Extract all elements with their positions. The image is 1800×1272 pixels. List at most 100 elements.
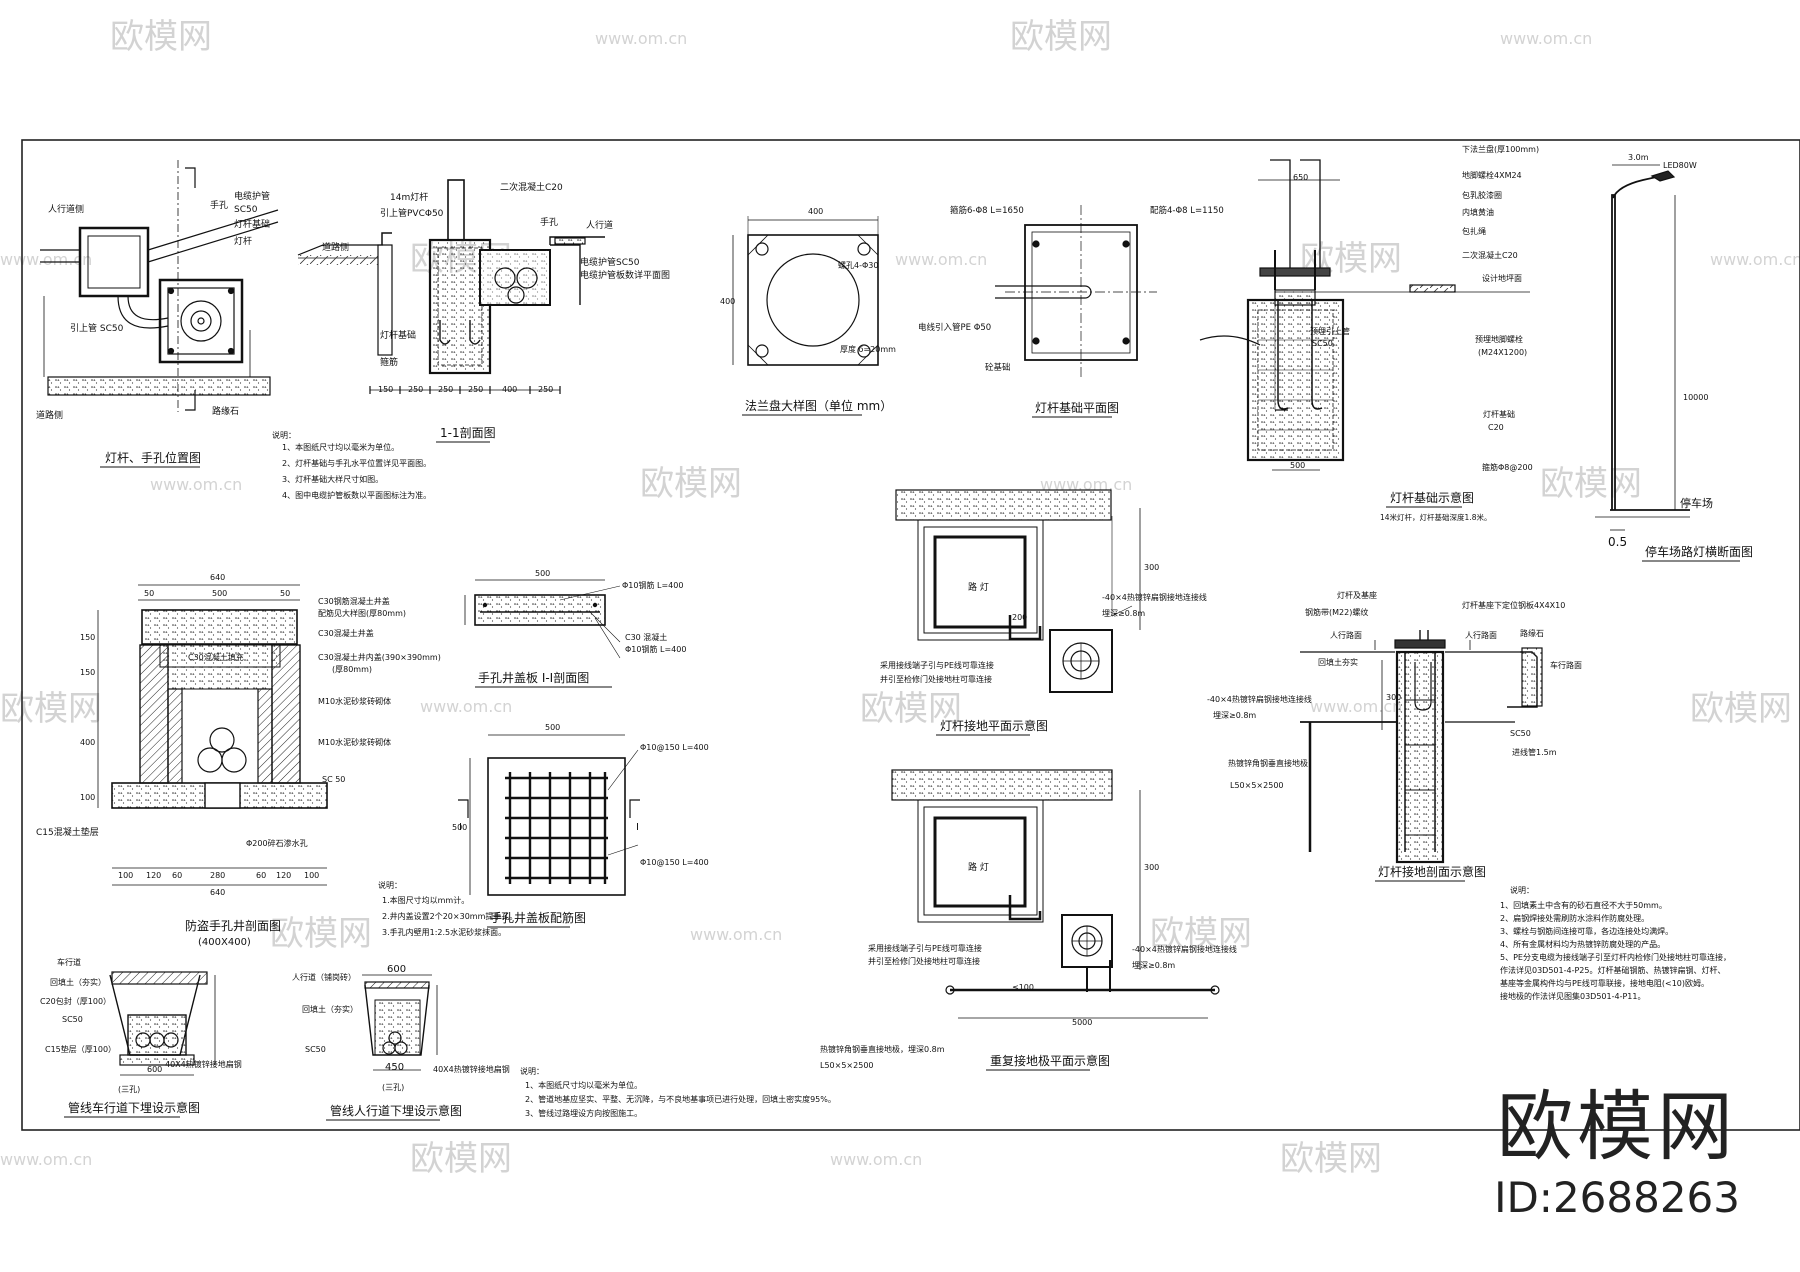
notes-line: 3.手孔内壁用1:2.5水泥砂浆抹面。 — [382, 927, 506, 937]
watermark-logo: 欧模网 — [0, 689, 102, 729]
title-section-1-1: 1-1剖面图 — [440, 426, 496, 440]
dim-120: 120 — [276, 871, 291, 880]
panel-section-1-1 — [297, 179, 605, 394]
dim-300: 300 — [1144, 863, 1159, 872]
label-cable-conduit: 电缆护管 — [234, 190, 270, 202]
watermark-site: www.om.cn — [420, 697, 512, 716]
title-foundation-detail: 灯杆基础示意图 — [1390, 490, 1474, 505]
watermark-site: www.om.cn — [830, 1150, 922, 1169]
label-sc50: SC50 — [234, 205, 258, 215]
label-rebar-spacing: Φ10@150 L=400 — [640, 858, 709, 867]
label-brick-wall: M10水泥砂浆砖砌体 — [318, 696, 391, 706]
label-secondary-concrete: 二次混凝土C20 — [500, 181, 563, 193]
label-hand-hole: 手孔 — [540, 216, 558, 228]
title-cover-rebar: 手孔井盖板配筋图 — [490, 910, 586, 925]
label-bolt-size: (M24X1200) — [1478, 348, 1527, 357]
dim-400: 400 — [808, 207, 823, 216]
panel-parking-lamp-labels: 3.0m LED80W 10000 停车场 0.5 停车场路灯横断面图 — [1608, 153, 1753, 562]
label-roadway: 车行道 — [57, 957, 81, 967]
panel-flange — [732, 216, 879, 366]
label-backfill: 回填土（夯实） — [50, 977, 106, 987]
notes-line: 4、所有金属材料均为热镀锌防腐处理的产品。 — [1500, 939, 1665, 949]
watermark-site: www.om.cn — [595, 29, 687, 48]
label-sc50: SC50 — [305, 1045, 326, 1054]
dim-10000: 10000 — [1683, 393, 1708, 402]
title-sidewalk-trench: 管线人行道下埋设示意图 — [330, 1103, 462, 1118]
label-brick-wall: M10水泥砂浆砖砌体 — [318, 737, 391, 747]
label-ground-rod: 热镀锌角钢垂直接地极 — [1228, 758, 1308, 768]
notes-line: 2.井内盖设置2个20×30mm提手孔。 — [382, 911, 517, 921]
panel-grounding-plan — [895, 489, 1141, 693]
label-road-side: 道路侧 — [36, 409, 63, 421]
label-burial-depth: 埋深≥0.8m — [1102, 608, 1145, 618]
foundation-detail-note: 14米灯杆，灯杆基础深度1.8米。 — [1380, 512, 1491, 522]
label-section-mark: I — [459, 822, 462, 833]
subtitle-hand-hole: (400X400) — [198, 937, 251, 948]
label-rebar: Φ10钢筋 L=400 — [622, 580, 683, 590]
label-section-mark: I — [636, 822, 639, 833]
label-secondary-concrete: 二次混凝土C20 — [1462, 250, 1518, 260]
title-roadway-trench: 管线车行道下埋设示意图 — [68, 1100, 200, 1115]
dim-500: 500 — [1290, 461, 1305, 470]
notes-line: 3、灯杆基础大样尺寸如图。 — [282, 474, 383, 484]
watermark-site: www.om.cn — [690, 925, 782, 944]
label-pole: 灯杆 — [234, 235, 252, 247]
label-design-grade: 设计地坪面 — [1482, 273, 1522, 283]
dim-400: 400 — [80, 738, 95, 747]
dim-400: 400 — [502, 385, 517, 394]
panel-grounding-section-labels: 灯杆及基座 灯杆基座下定位钢板4X4X10 钢筋带(M22)螺纹 人行路面 人行… — [1207, 590, 1582, 882]
dim-150: 150 — [80, 668, 95, 677]
label-inner-thickness: (厚80mm) — [332, 665, 372, 674]
label-c15-cushion: C15混凝土垫层 — [36, 826, 99, 838]
label-flat-steel: -40×4热镀锌扁钢接地连接线 — [1102, 592, 1207, 602]
dim-500: 500 — [212, 589, 227, 598]
label-sc50: SC50 — [62, 1015, 83, 1024]
label-c20: C20 — [1488, 423, 1504, 432]
title-repeat-grounding: 重复接地极平面示意图 — [990, 1053, 1110, 1068]
watermark-site: www.om.cn — [0, 250, 92, 269]
label-rebar: Φ10钢筋 L=400 — [625, 644, 686, 654]
label-concrete-foundation: 砼基础 — [985, 362, 1011, 373]
label-cable-conduit: 电缆护管SC50 — [580, 256, 640, 268]
watermark-site: www.om.cn — [1500, 29, 1592, 48]
watermark-logo: 欧模网 — [110, 17, 212, 57]
label-led: LED80W — [1663, 161, 1697, 170]
notes-line: 4、图中电缆护管板数以平面图标注为准。 — [282, 490, 431, 500]
notes-line: 作法详见03D501-4-P25。灯杆基础钢筋、热镀锌扁钢、灯杆、 — [1500, 965, 1725, 975]
dim-100: 100 — [118, 871, 133, 880]
notes-line: 基座等金属构件均与PE线可靠联接，接地电阻(<10)欧姆。 — [1500, 978, 1709, 988]
dim-0-5: 0.5 — [1608, 535, 1627, 549]
label-pole-foundation: 灯杆基础 — [380, 329, 416, 341]
dim-600: 600 — [387, 964, 406, 975]
notes-line: 2、管道地基应坚实、平整、无沉降，与不良地基事项已进行处理，回填土密实度95%。 — [525, 1094, 836, 1104]
label-backfill: 回填土（夯实） — [302, 1004, 358, 1014]
watermark-logo: 欧模网 — [1690, 689, 1792, 729]
notes-line: 接地极的作法详见图集03D501-4-P11。 — [1500, 991, 1645, 1001]
brand-id: ID:2688263 — [1494, 1173, 1740, 1222]
label-curb: 路缘石 — [1520, 628, 1544, 638]
label-lower-flange: 下法兰盘(厚100mm) — [1462, 144, 1539, 154]
label-terminal-pe: 采用接线端子引与PE线可靠连接 — [868, 943, 982, 953]
label-stirrup-spacing: 箍筋Φ8@200 — [1482, 462, 1533, 472]
label-pole-base: 灯杆及基座 — [1337, 590, 1377, 600]
subtitle-roadway-trench: (三孔) — [118, 1085, 140, 1094]
title-grounding-section: 灯杆接地剖面示意图 — [1378, 864, 1486, 879]
label-burial-depth: 埋深≥0.8m — [1213, 710, 1256, 720]
notes-heading: 说明： — [272, 430, 296, 440]
title-pole-hand-hole-position: 灯杆、手孔位置图 — [105, 450, 201, 465]
label-riser-pipe: 引上管 SC50 — [70, 322, 124, 334]
notes-line: 2、扁钢焊接处需刷防水涂料作防腐处理。 — [1500, 913, 1649, 923]
panel-flange-labels: 400 400 螺孔4-Φ30 厚度 δ=20mm 法兰盘大样图（单位 mm） — [720, 207, 896, 416]
watermark-logo: 欧模网 — [1280, 1139, 1382, 1179]
notes-line: 1、回填素土中含有的砂石直径不大于50mm。 — [1500, 900, 1667, 910]
notes-heading: 说明： — [1510, 885, 1534, 895]
watermark-logo: 欧模网 — [410, 1139, 512, 1179]
panel-cover-section — [464, 579, 621, 659]
label-rebar-thread: 钢筋带(M22)螺纹 — [1305, 607, 1368, 617]
brand-watermark: 欧模网 ID:2688263 — [1494, 1089, 1740, 1223]
notes-line: 1.本图尺寸均以mm计。 — [382, 895, 469, 905]
panel-grounding-section — [1300, 630, 1543, 864]
notes-trench: 说明： 1、本图纸尺寸均以毫米为单位。 2、管道地基应坚实、平整、无沉降，与不良… — [520, 1066, 836, 1118]
label-cover: C30钢筋混凝土井盖 — [318, 596, 390, 606]
